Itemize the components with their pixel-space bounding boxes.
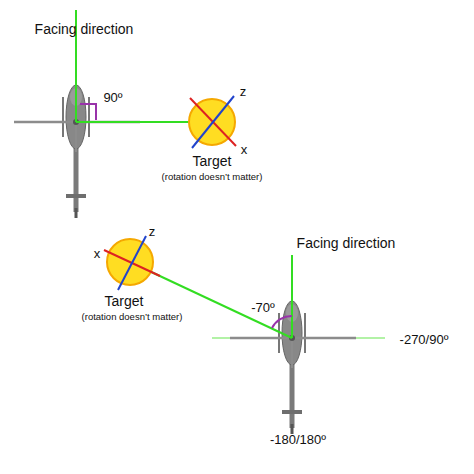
angle-mark (272, 316, 292, 328)
z-axis (192, 96, 234, 148)
angle-label: -270/90º (400, 333, 449, 347)
angle-mark (80, 104, 96, 120)
note-label: (rotation doesn’t matter) (162, 172, 263, 182)
facing-label: Facing direction (297, 236, 396, 251)
axis-label: x (241, 143, 248, 157)
axis-label: x (94, 247, 101, 261)
angle-label: -70º (251, 301, 275, 315)
z-axis (118, 236, 146, 290)
axis-label: z (149, 225, 156, 239)
axis-label: z (240, 85, 247, 99)
bottom-scene (104, 236, 385, 434)
target-label: Target (193, 154, 232, 169)
angle-label: -180/180º (270, 433, 326, 447)
facing-label: Facing direction (35, 22, 134, 37)
note-label: (rotation doesn’t matter) (82, 312, 183, 322)
top-scene (14, 10, 236, 218)
angle-label: 90º (103, 91, 122, 105)
facing-line (291, 255, 293, 338)
target-label: Target (105, 294, 144, 309)
